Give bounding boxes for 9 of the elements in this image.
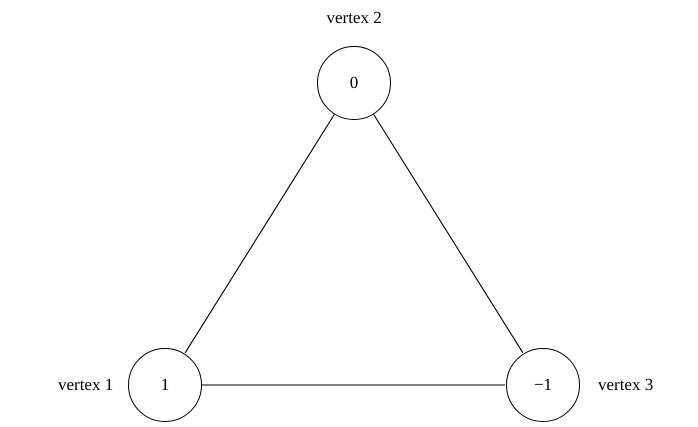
vertex-label: vertex 2 — [326, 8, 382, 28]
vertex-label: vertex 3 — [598, 375, 654, 395]
node-value: 0 — [350, 73, 358, 93]
edge-line — [184, 114, 335, 354]
node-value: 1 — [160, 375, 170, 395]
edge-line — [202, 384, 505, 386]
node-value: −1 — [534, 375, 552, 395]
vertex-label: vertex 1 — [58, 375, 114, 395]
edge-line — [373, 114, 524, 354]
